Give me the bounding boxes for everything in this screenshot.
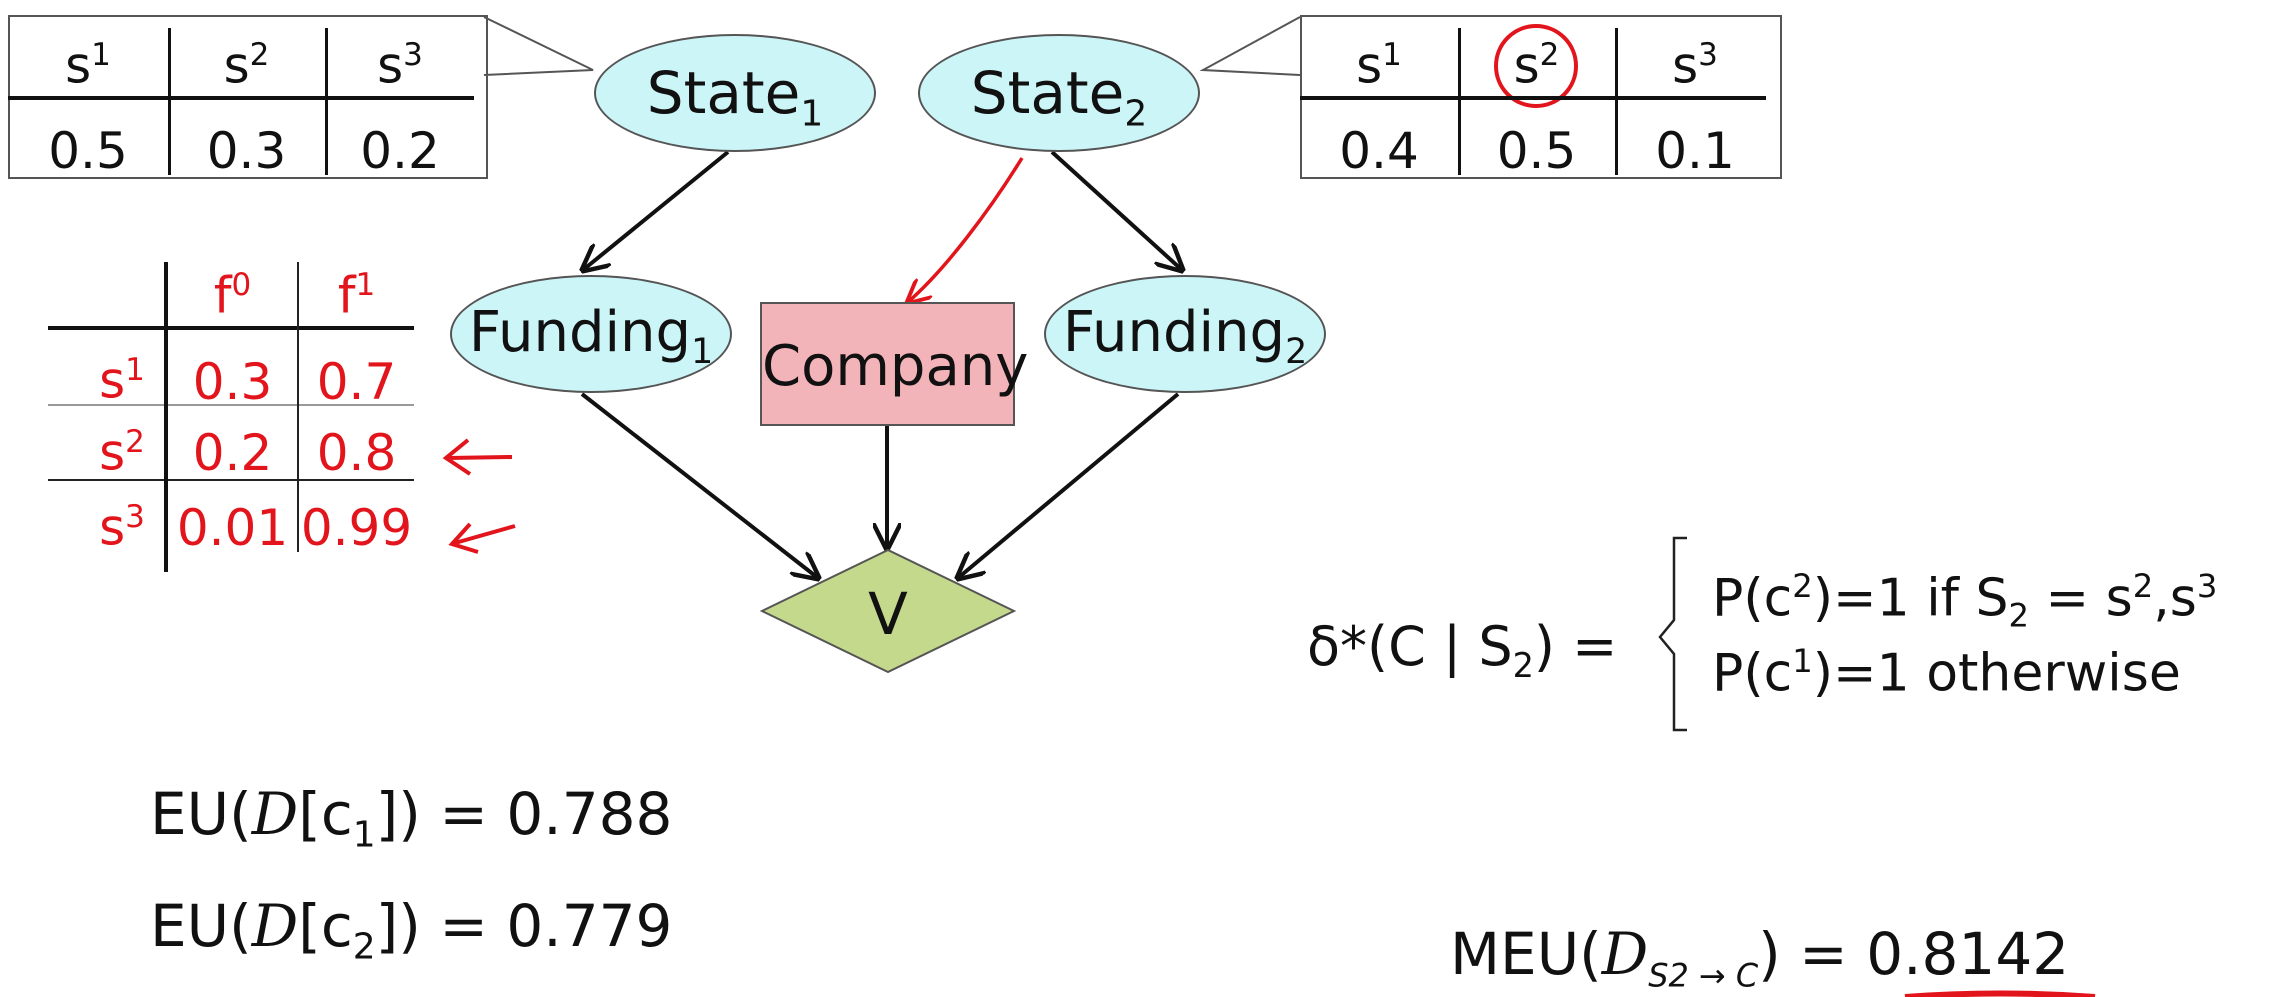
- s2-circle-annotation: [1494, 24, 1578, 108]
- state2-callout: [1199, 16, 1301, 76]
- edge-state2-company-red: [908, 157, 1024, 302]
- funding-row-s2-label: s2: [99, 423, 145, 482]
- meu-value: MEU(DS2 → C) = 0.8142: [1450, 920, 2070, 995]
- v-label: V: [868, 580, 908, 648]
- funding-row-s3-label: s3: [99, 498, 145, 557]
- funding-row-s3-f1: 0.99: [300, 499, 413, 557]
- state2-value-3: 0.1: [1655, 122, 1735, 180]
- funding-row-s1-label: s1: [99, 351, 145, 410]
- decision-rule-brace: [1658, 536, 1687, 732]
- node-funding2: Funding2: [1044, 275, 1326, 393]
- state2-label: State: [970, 59, 1125, 127]
- state1-value-1: 0.5: [48, 122, 128, 180]
- row-s3-arrow-annotation: [448, 522, 516, 554]
- state1-header-2: s2: [223, 36, 270, 95]
- funding-row-s2-f0: 0.2: [192, 424, 273, 482]
- state2-value-1: 0.4: [1339, 122, 1419, 180]
- node-state2: State2: [918, 34, 1200, 152]
- funding1-label: Funding: [468, 300, 692, 365]
- state1-header-3: s3: [377, 36, 423, 95]
- state1-label: State: [646, 59, 801, 127]
- edge-funding1-v: [580, 392, 818, 578]
- funding-row-s2-f1: 0.8: [316, 424, 397, 482]
- funding-col-f0: f0: [213, 266, 252, 325]
- edge-state2-funding2: [1050, 150, 1182, 270]
- node-v-utility: [760, 548, 1016, 674]
- state1-header-1: s1: [65, 36, 111, 95]
- node-state1: State1: [594, 34, 876, 152]
- state2-header-1: s1: [1356, 36, 1402, 95]
- decision-rule-case-1: P(c2)=1 if S2 = s2,s3: [1712, 567, 2218, 635]
- funding-row-s3-f0: 0.01: [176, 499, 289, 557]
- funding-col-f1: f1: [337, 266, 376, 325]
- node-company-decision: Company: [760, 302, 1029, 426]
- node-funding1: Funding1: [450, 275, 732, 393]
- decision-rule-lhs: δ*(C | S2) =: [1307, 615, 1618, 685]
- state1-value-2: 0.3: [206, 122, 287, 180]
- funding2-label: Funding: [1062, 300, 1286, 365]
- edge-state1-funding1: [583, 150, 730, 270]
- funding-row-s1-f0: 0.3: [192, 353, 273, 411]
- state1-callout: [483, 16, 594, 76]
- eu-c2: EU(D[c2]) = 0.779: [150, 892, 673, 968]
- state2-value-2: 0.5: [1496, 122, 1577, 180]
- state2-header-2: s2: [1513, 36, 1560, 95]
- decision-rule-case-2: P(c1)=1 otherwise: [1712, 642, 2181, 704]
- eu-c1: EU(D[c1]) = 0.788: [150, 780, 673, 856]
- edge-funding2-v: [958, 392, 1180, 578]
- row-s2-arrow-annotation: [442, 438, 513, 476]
- state2-header-3: s3: [1672, 36, 1718, 95]
- funding-row-s1-f1: 0.7: [316, 353, 397, 411]
- state1-value-3: 0.2: [360, 122, 440, 180]
- meu-red-underline: [1904, 990, 2096, 997]
- company-label: Company: [762, 334, 1029, 399]
